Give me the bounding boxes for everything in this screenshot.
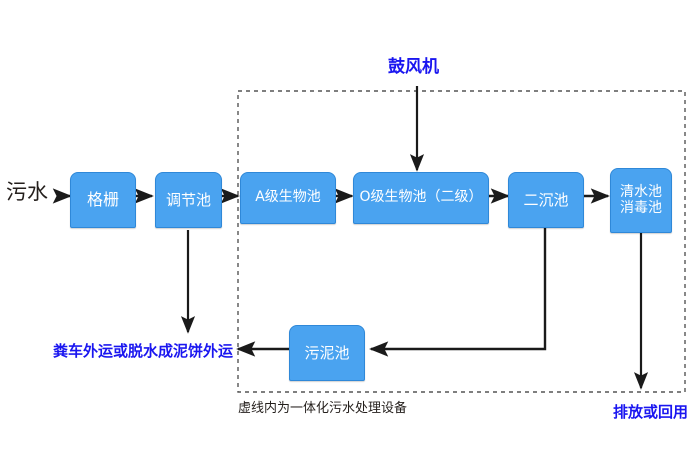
node-grate[interactable]: 格栅 — [70, 172, 136, 228]
node-clearwater-label-2: 消毒池 — [620, 199, 662, 216]
node-o-stage-label: O级生物池（二级） — [359, 189, 483, 206]
label-blower: 鼓风机 — [388, 57, 439, 77]
node-o-stage[interactable]: O级生物池（二级） — [353, 172, 489, 224]
node-a-stage-label: A级生物池 — [255, 189, 321, 206]
node-clearwater-label-1: 清水池 — [620, 183, 662, 200]
node-equalization-label: 调节池 — [165, 190, 211, 209]
arrow-clarifier-to-sludge-tank — [369, 228, 547, 357]
integrated-equipment-boundary — [237, 90, 686, 393]
node-a-stage[interactable]: A级生物池 — [240, 172, 336, 224]
node-sludge-tank[interactable]: 污泥池 — [289, 325, 365, 381]
label-influent: 污水 — [6, 180, 48, 204]
node-grate-label: 格栅 — [86, 190, 119, 210]
node-sludge-tank-label: 污泥池 — [304, 343, 350, 362]
node-clearwater[interactable]: 清水池 消毒池 — [610, 168, 672, 233]
node-clarifier-label: 二沉池 — [523, 190, 569, 209]
node-clarifier[interactable]: 二沉池 — [508, 172, 584, 228]
node-equalization[interactable]: 调节池 — [155, 172, 222, 228]
label-sludge-disposal: 粪车外运或脱水成泥饼外运 — [53, 342, 234, 360]
label-dashed-caption: 虚线内为一体化污水处理设备 — [238, 401, 408, 416]
label-effluent: 排放或回用 — [613, 403, 689, 421]
